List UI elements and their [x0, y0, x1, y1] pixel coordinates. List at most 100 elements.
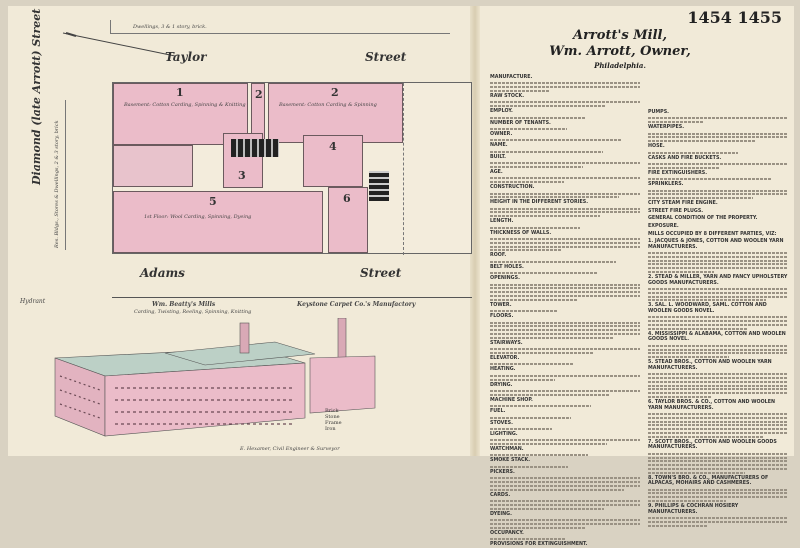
- text-line: [648, 162, 788, 165]
- text-line: [490, 325, 640, 328]
- text-line: [490, 507, 604, 510]
- street-label-adams: Adams: [140, 266, 185, 280]
- building-boiler: [113, 145, 193, 187]
- survey-entry-heading: WATCHMAN.: [490, 447, 524, 453]
- text-line: [648, 197, 753, 200]
- text-line: [490, 332, 640, 335]
- text-line: [648, 416, 788, 419]
- text-line: [648, 435, 763, 438]
- text-line: [648, 452, 788, 455]
- text-line: [490, 389, 640, 392]
- text-line: [490, 329, 640, 332]
- survey-entry-heading: 4. MISSISSIPPI & ALABAMA, COTTON AND WOO…: [648, 331, 786, 343]
- text-line: [648, 189, 788, 192]
- text-line: [648, 373, 788, 376]
- text-line: [648, 464, 788, 467]
- survey-entry-heading: AGE.: [490, 169, 503, 175]
- building-3-number: 3: [238, 169, 246, 182]
- text-line: [648, 376, 788, 379]
- text-line: [648, 178, 772, 181]
- text-line: [648, 117, 788, 120]
- text-line: [490, 526, 585, 529]
- text-line: [648, 471, 745, 474]
- text-line: [648, 166, 720, 169]
- text-line: [648, 420, 788, 423]
- survey-entry: OPENINGS.: [490, 276, 640, 301]
- text-line: [648, 121, 704, 124]
- property-line: [403, 83, 404, 255]
- credit: E. Hexamer, Civil Engineer & Surveyor: [240, 446, 340, 452]
- text-line: [490, 519, 640, 522]
- text-line: [490, 101, 640, 104]
- survey-entry: 1. JACQUES & JONES, COTTON AND WOOLEN YA…: [648, 239, 788, 274]
- building-2a: 2: [251, 83, 265, 145]
- survey-entry-heading: OWNER.: [490, 131, 513, 137]
- survey-entry-heading: TOWER.: [490, 302, 512, 308]
- text-line: [648, 193, 788, 196]
- survey-entry-heading: EXPOSURE.: [648, 223, 679, 229]
- page-fold: [470, 6, 480, 456]
- survey-entry-heading: 5. STEAD BROS., COTTON AND WOOLEN YARN M…: [648, 360, 772, 371]
- legend-brick: Brick: [325, 408, 339, 414]
- survey-entry-heading: FIRE EXTINGUISHERS.: [648, 170, 708, 176]
- text-line: [648, 132, 788, 135]
- text-line: [490, 249, 561, 252]
- text-line: [490, 439, 640, 442]
- text-line: [490, 500, 640, 503]
- legend-frame: Frame: [325, 420, 342, 426]
- survey-entry: ROOF.: [490, 253, 640, 263]
- text-line: [648, 424, 788, 427]
- survey-entry: ELEVATOR.: [490, 356, 640, 366]
- text-line: [648, 492, 788, 495]
- text-line: [490, 481, 640, 484]
- text-line: [490, 351, 594, 354]
- survey-entry: OCCUPANCY.: [490, 531, 640, 541]
- survey-entry: FLOORS.: [490, 314, 640, 339]
- survey-entry: DRYING.: [490, 383, 640, 396]
- text-line: [490, 522, 640, 525]
- text-line: [648, 327, 748, 330]
- survey-entry: FIRE EXTINGUISHERS.: [648, 170, 788, 181]
- survey-entry-heading: SPRINKLERS.: [648, 182, 684, 188]
- text-line: [490, 291, 640, 294]
- survey-entry-heading: SMOKE STACK.: [490, 458, 531, 464]
- text-line: [648, 252, 788, 255]
- legend: Brick Stone Frame Iron: [325, 408, 342, 432]
- survey-entry: SPRINKLERS.: [648, 182, 788, 200]
- text-line: [648, 388, 788, 391]
- survey-entry-heading: 8. TOWN'S BRO. & CO., MANUFACTURERS OF A…: [648, 475, 769, 487]
- survey-entry-heading: MILLS OCCUPIED BY 8 DIFFERENT PARTIES, V…: [648, 231, 777, 237]
- survey-entry: WATERPIPES.: [648, 125, 788, 143]
- survey-entry: MANUFACTURE.: [490, 75, 640, 92]
- survey-entry-heading: GENERAL CONDITION OF THE PROPERTY.: [648, 216, 758, 222]
- text-line: [648, 320, 788, 323]
- text-line: [490, 443, 607, 446]
- survey-entry: LENGTH.: [490, 219, 640, 229]
- text-line: [490, 310, 558, 313]
- survey-entry: PROVISIONS FOR EXTINGUISHMENT.: [490, 542, 640, 548]
- text-line: [648, 456, 788, 459]
- text-line: [648, 500, 727, 503]
- survey-entry: CASKS AND FIRE BUCKETS.: [648, 156, 788, 169]
- text-line: [490, 321, 640, 324]
- text-line: [490, 196, 619, 199]
- text-line: [648, 263, 788, 266]
- text-line: [648, 324, 788, 327]
- title-city: Philadelphia.: [594, 61, 646, 70]
- survey-right-column: PUMPS.WATERPIPES.HOSE.CASKS AND FIRE BUC…: [648, 108, 788, 528]
- text-line: [648, 520, 788, 523]
- survey-entry: WATCHMAN.: [490, 447, 640, 457]
- survey-entry-heading: FLOORS.: [490, 314, 514, 320]
- survey-entry: PUMPS.: [648, 110, 788, 124]
- survey-entry: CARDS.: [490, 493, 640, 510]
- survey-entry-heading: DRYING.: [490, 382, 513, 388]
- neighbor-beatty-desc: Carding, Twisting, Reeling, Spinning, Kn…: [134, 309, 252, 315]
- text-line: [490, 503, 640, 506]
- text-line: [490, 405, 591, 408]
- text-line: [490, 477, 640, 480]
- text-line: [648, 255, 788, 258]
- survey-entry: EMPLOY.: [490, 109, 640, 119]
- legend-iron: Iron: [325, 426, 336, 432]
